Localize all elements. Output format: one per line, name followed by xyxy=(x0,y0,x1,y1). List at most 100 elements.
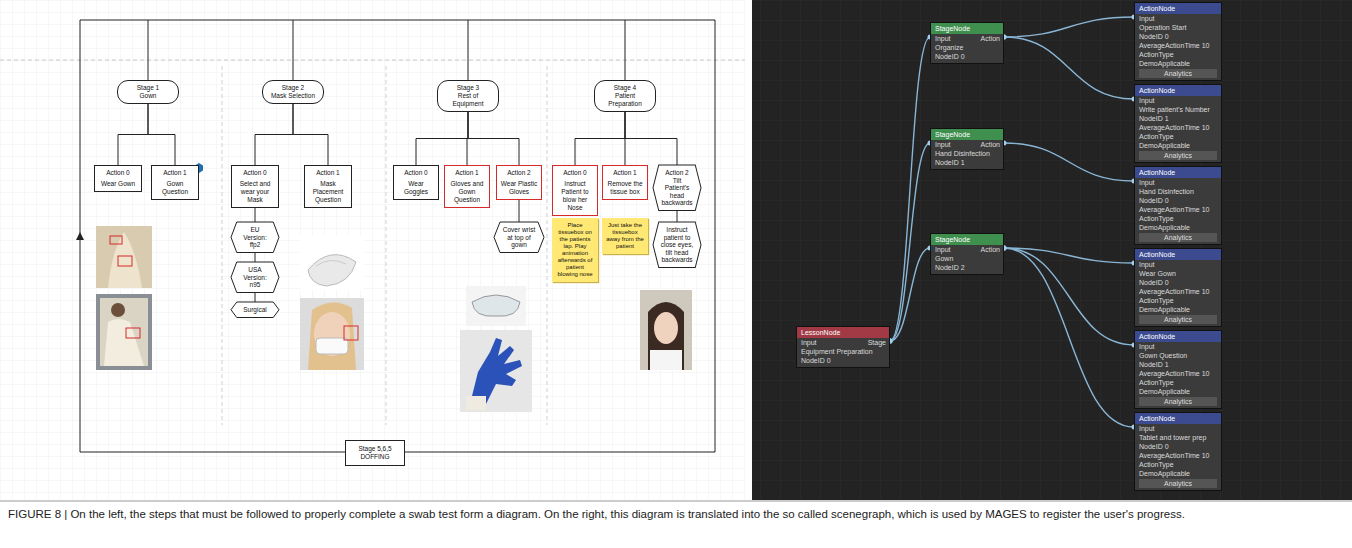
node-text: ActionNode xyxy=(1135,85,1221,96)
node-text: Analytics xyxy=(1139,151,1217,160)
node-text: Stage 3 xyxy=(442,84,494,92)
stage-box: Stage 4Patient Preparation xyxy=(594,80,656,112)
connector-group xyxy=(519,200,520,222)
connector xyxy=(519,200,520,222)
node-text: Gown xyxy=(122,92,174,100)
node-text: Select and wear your Mask xyxy=(235,180,275,204)
node-text: Equipment Preparation xyxy=(797,347,889,356)
action-box: Action 0 Select and wear your Mask xyxy=(231,165,279,208)
node-text: Stage xyxy=(864,338,889,347)
node-text: NodeID 0 xyxy=(1135,196,1221,205)
stage-node: StageNodeInputActionGownNodeID 2 xyxy=(930,233,1004,275)
node-text: DemoApplicable xyxy=(1135,469,1221,478)
connector-group xyxy=(625,112,677,165)
node-text: DemoApplicable xyxy=(1135,141,1221,150)
editor-panel xyxy=(752,0,1352,500)
connector-group xyxy=(148,104,175,165)
node-text: Action 0 xyxy=(235,169,275,177)
node-text: DemoApplicable xyxy=(1135,223,1221,232)
stage-node: StageNodeInputActionHand DisinfectionNod… xyxy=(930,128,1004,170)
node-text: Input xyxy=(1135,96,1221,105)
mask-photo xyxy=(300,236,364,290)
connector xyxy=(1004,248,1134,263)
node-text: Operation Start xyxy=(1135,23,1221,32)
stage-box: Stage 1Gown xyxy=(117,80,179,104)
node-text: Mask Selection xyxy=(267,92,319,100)
node-text: NodeID 1 xyxy=(1135,114,1221,123)
node-text: Write patient's Number xyxy=(1135,105,1221,114)
figure-caption: FIGURE 8 | On the left, the steps that m… xyxy=(8,507,1342,522)
node-text: Action xyxy=(977,245,1003,254)
action-box: Action 2Wear Plastic Gloves xyxy=(496,165,542,200)
node-text: NodeID 0 xyxy=(797,356,889,365)
node-text: NodeID 2 xyxy=(931,263,1003,272)
connector xyxy=(1004,143,1134,181)
connector-group xyxy=(293,104,328,165)
node-text: NodeID 0 xyxy=(1135,442,1221,451)
node-text: EU Version: ffp2 xyxy=(238,226,272,249)
sticky-note: Place tissuebox on the patients lap. Pla… xyxy=(552,218,598,282)
node-text: Input xyxy=(931,140,954,149)
action-box: Action 1Gown Question xyxy=(151,165,199,200)
node-text: NodeID 0 xyxy=(931,52,1003,61)
node-text: AverageActionTime 10 xyxy=(1135,41,1221,50)
action-box: Action 0Wear Goggles xyxy=(393,165,439,200)
action-node: ActionNodeInputHand DisinfectionNodeID 0… xyxy=(1134,166,1222,245)
connector xyxy=(1004,37,1134,99)
connector-group xyxy=(1002,35,1137,102)
connector-group xyxy=(1002,246,1137,348)
node-text: Hand Disinfection xyxy=(931,149,1003,158)
option-hexagon: Instruct patient to close eyes, tilt hea… xyxy=(653,222,701,268)
node-text: StageNode xyxy=(931,234,1003,245)
patient-photo xyxy=(640,290,692,370)
node-text: AverageActionTime 10 xyxy=(1135,205,1221,214)
action-box: Action 1Remove the tissue box xyxy=(602,165,648,200)
mask-wearer-photo xyxy=(300,298,364,370)
node-text: Stage 5,6,5 DOFFING xyxy=(350,445,400,461)
node-text: ActionType xyxy=(1135,50,1221,59)
glove-photo xyxy=(460,330,532,412)
node-text: Input xyxy=(797,338,820,347)
sticky-note: Just take the tissuebox away from the pa… xyxy=(602,218,648,254)
arrow-head xyxy=(76,232,84,240)
node-text: StageNode xyxy=(931,129,1003,140)
connector xyxy=(416,112,468,165)
node-text: Surgical xyxy=(238,306,272,314)
node-text: Action 1 xyxy=(448,169,486,177)
connector xyxy=(255,104,293,165)
node-text: StageNode xyxy=(931,23,1003,34)
node-text: LessonNode xyxy=(797,327,889,338)
node-text: Input xyxy=(931,245,954,254)
connector-group xyxy=(416,112,468,165)
node-text: Analytics xyxy=(1139,233,1217,242)
node-text: AverageActionTime 10 xyxy=(1135,369,1221,378)
goggles-photo xyxy=(466,286,526,326)
connector xyxy=(118,104,148,165)
node-text: Wear Goggles xyxy=(397,180,435,196)
action-node: ActionNodeInputTablet and tower prepNode… xyxy=(1134,412,1222,491)
node-text: Input xyxy=(1135,14,1221,23)
connector xyxy=(890,37,930,341)
connector-group xyxy=(255,253,256,263)
connector-group xyxy=(888,246,933,344)
connector-group xyxy=(255,208,256,222)
node-text: AverageActionTime 10 xyxy=(1135,123,1221,132)
node-text: Action 2 xyxy=(660,169,694,177)
node-text: NodeID 1 xyxy=(1135,360,1221,369)
option-hexagon: Cover wrist at top of gown xyxy=(494,222,544,253)
node-text: Input xyxy=(1135,178,1221,187)
connector xyxy=(255,293,256,303)
node-text: Tilt Patient's head backwards xyxy=(660,177,694,207)
connector xyxy=(255,253,256,263)
option-hexagon: Surgical xyxy=(231,302,279,318)
node-text: AverageActionTime 10 xyxy=(1135,451,1221,460)
node-text: ActionType xyxy=(1135,296,1221,305)
node-text: Action 1 xyxy=(606,169,644,177)
node-text: Analytics xyxy=(1139,397,1217,406)
caption-rule xyxy=(0,501,1352,502)
node-text: Hand Disinfection xyxy=(1135,187,1221,196)
connector xyxy=(293,104,328,165)
person-photo xyxy=(96,294,152,370)
action-node: ActionNodeInputWrite patient's NumberNod… xyxy=(1134,84,1222,163)
